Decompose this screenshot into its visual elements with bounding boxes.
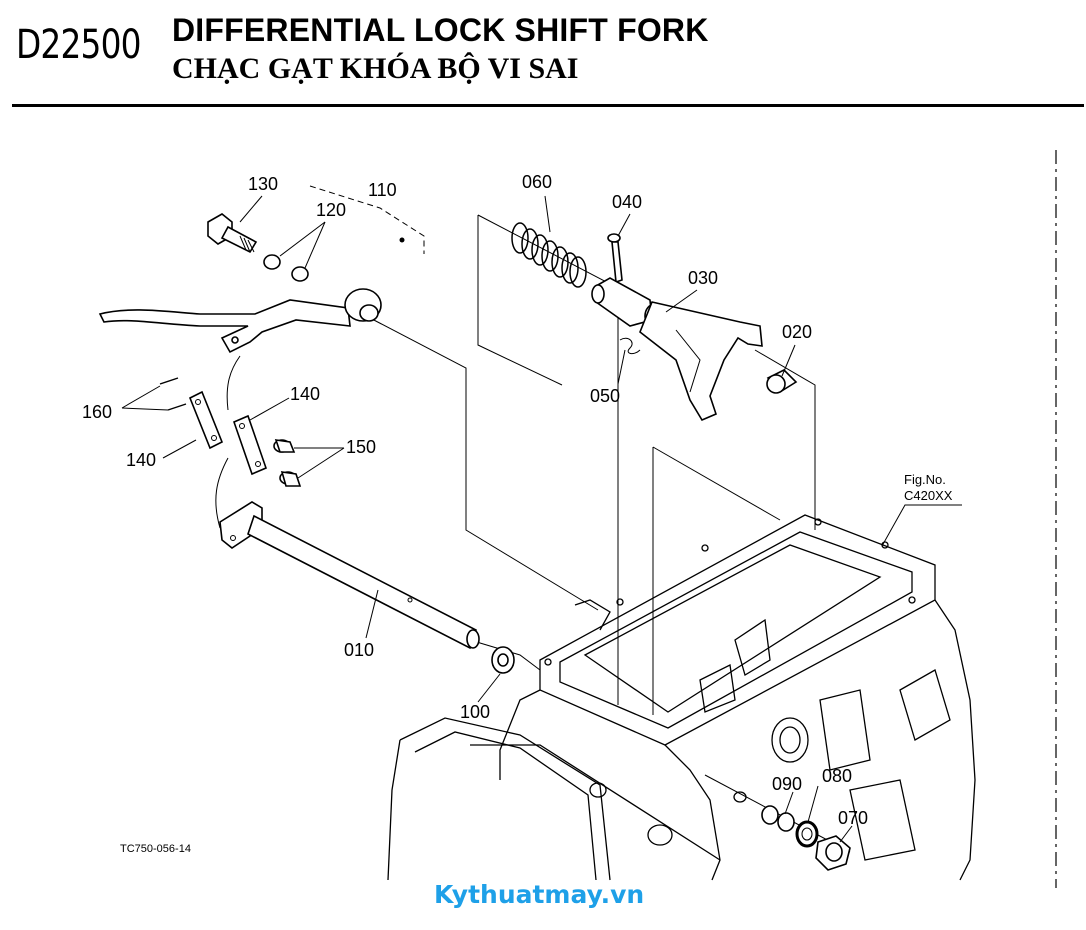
label-140-upper: 140: [290, 384, 320, 404]
part-110-lever: [98, 185, 425, 354]
part-090-rings: [761, 805, 795, 832]
label-100: 100: [460, 702, 490, 722]
label-140-lower: 140: [126, 450, 156, 470]
part-150-bolt-b: [279, 471, 302, 487]
callout-lines: [121, 195, 962, 843]
part-120-bushing-b: [291, 266, 309, 282]
label-060: 060: [522, 172, 552, 192]
part-010-shaft: [219, 501, 480, 650]
image-code: TC750-056-14: [120, 843, 191, 855]
assembly-arrow-upper: [226, 355, 241, 411]
part-160-pin-b: [167, 403, 187, 411]
watermark-site: Kythuatmay.vn: [434, 880, 645, 909]
fig-no-label: Fig.No.: [904, 472, 946, 487]
label-130: 130: [248, 174, 278, 194]
label-010: 010: [344, 640, 374, 660]
part-150-bolt-a: [273, 439, 296, 453]
part-060-spring: [511, 222, 587, 288]
label-160: 160: [82, 402, 112, 422]
header: D22500 DIFFERENTIAL LOCK SHIFT FORK CHẠC…: [0, 0, 1086, 108]
part-080-oring: [795, 820, 819, 848]
title-english: DIFFERENTIAL LOCK SHIFT FORK: [172, 12, 709, 48]
part-130-bolt: [207, 213, 258, 254]
label-150: 150: [346, 437, 376, 457]
label-030: 030: [688, 268, 718, 288]
part-070-plug: [815, 835, 851, 871]
part-140-plate-b: [233, 414, 267, 476]
part-120-bushing-a: [263, 254, 281, 270]
label-020: 020: [782, 322, 812, 342]
fig-no-value: C420XX: [904, 488, 953, 503]
label-040: 040: [612, 192, 642, 212]
assembly-arrow-lower: [215, 457, 229, 529]
exploded-parts-diagram: 130 110 120 060 040 030 020 050 140 160 …: [82, 150, 1057, 888]
transmission-case: [387, 514, 976, 881]
title-vietnamese: CHẠC GẠT KHÓA BỘ VI SAI: [172, 52, 579, 85]
part-040-pin: [607, 233, 623, 284]
part-100-washer: [491, 646, 515, 674]
part-020-bushing: [766, 369, 798, 394]
label-050: 050: [590, 386, 620, 406]
part-140-plate-a: [188, 390, 224, 450]
label-080: 080: [822, 766, 852, 786]
label-120: 120: [316, 200, 346, 220]
part-160-pin-a: [159, 377, 179, 385]
part-050-clip: [619, 337, 641, 355]
header-rule: [12, 104, 1084, 107]
label-090: 090: [772, 774, 802, 794]
section-code: D22500: [16, 22, 141, 68]
label-110: 110: [368, 180, 397, 200]
part-030-shift-fork: [591, 277, 763, 422]
label-070: 070: [838, 808, 868, 828]
